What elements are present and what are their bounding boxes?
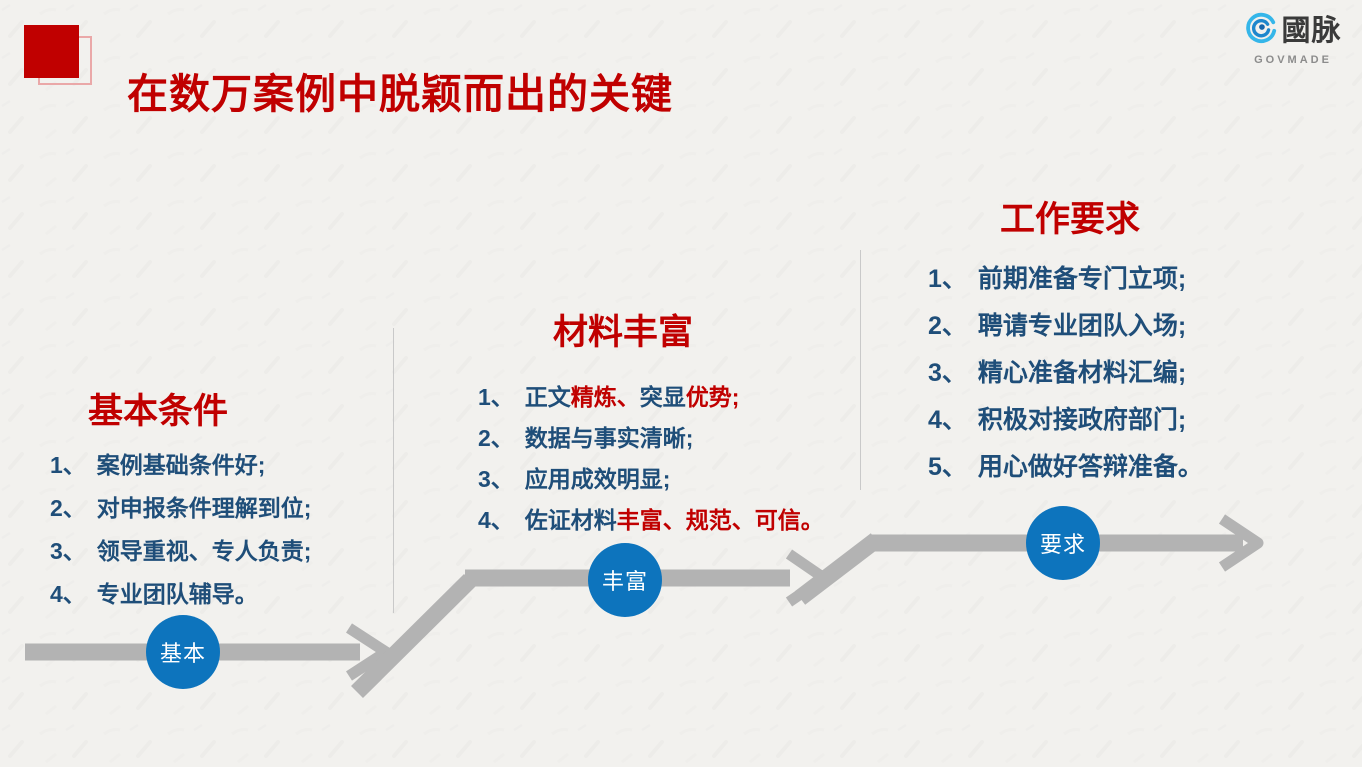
list-item: 1、前期准备专门立项;	[928, 256, 1203, 303]
item-text-segment: 精炼、	[570, 384, 640, 410]
item-number: 4、	[928, 406, 967, 434]
section-divider-left	[393, 328, 394, 613]
item-number: 2、	[50, 495, 86, 521]
list-item: 2、数据与事实清晰;	[478, 418, 824, 459]
item-number: 3、	[50, 538, 86, 564]
item-text-segment: 前期准备专门立项;	[977, 265, 1187, 293]
item-number: 2、	[928, 312, 967, 340]
govmade-logo: 國脉 GOVMADE	[1238, 10, 1348, 66]
item-number: 3、	[928, 359, 967, 387]
logo-subtitle: GOVMADE	[1254, 54, 1332, 66]
item-text-segment: 突显	[639, 384, 686, 410]
list-item: 4、积极对接政府部门;	[928, 397, 1203, 444]
item-text-segment: 应用成效明显;	[524, 466, 671, 492]
item-text-segment: 专业团队辅导。	[96, 581, 258, 607]
list-item: 3、应用成效明显;	[478, 459, 824, 500]
section-heading-materials: 材料丰富	[553, 313, 694, 352]
list-item: 1、案例基础条件好;	[50, 444, 311, 487]
item-text-segment: 领导重视、专人负责;	[96, 538, 312, 564]
section-divider-right	[860, 250, 861, 490]
list-item: 5、用心做好答辩准备。	[928, 444, 1203, 491]
item-text-segment: 数据与事实清晰;	[524, 425, 694, 451]
section-heading-requirements: 工作要求	[1000, 200, 1141, 239]
section-list-requirements: 1、前期准备专门立项;2、聘请专业团队入场;3、精心准备材料汇编;4、积极对接政…	[928, 256, 1203, 491]
step-circle-basic: 基本	[146, 615, 220, 689]
list-item: 4、佐证材料丰富、规范、可信。	[478, 500, 824, 541]
item-text-segment: 丰富、规范、可信。	[616, 507, 824, 533]
list-item: 3、领导重视、专人负责;	[50, 530, 311, 573]
item-text-segment: 精心准备材料汇编;	[977, 359, 1187, 387]
item-text-segment: 积极对接政府部门;	[977, 406, 1187, 434]
list-item: 2、聘请专业团队入场;	[928, 303, 1203, 350]
section-list-materials: 1、正文精炼、突显优势;2、数据与事实清晰;3、应用成效明显;4、佐证材料丰富、…	[478, 377, 824, 541]
item-number: 5、	[928, 453, 967, 481]
item-number: 4、	[478, 507, 514, 533]
item-text-segment: 优势;	[685, 384, 740, 410]
item-text-segment: 聘请专业团队入场;	[977, 312, 1187, 340]
item-text-segment: 佐证材料	[524, 507, 617, 533]
title-red-square	[24, 25, 79, 78]
list-item: 1、正文精炼、突显优势;	[478, 377, 824, 418]
logo-name: 國脉	[1281, 13, 1342, 47]
item-number: 1、	[50, 452, 86, 478]
page-title: 在数万案例中脱颖而出的关键	[127, 71, 673, 118]
list-item: 2、对申报条件理解到位;	[50, 487, 311, 530]
item-text-segment: 案例基础条件好;	[96, 452, 266, 478]
item-number: 4、	[50, 581, 86, 607]
step-circle-materials: 丰富	[588, 543, 662, 617]
list-item: 3、精心准备材料汇编;	[928, 350, 1203, 397]
item-number: 1、	[928, 265, 967, 293]
govmade-swirl-icon	[1244, 10, 1278, 51]
step-circle-requirements: 要求	[1026, 506, 1100, 580]
item-text-segment: 正文	[524, 384, 571, 410]
item-text-segment: 对申报条件理解到位;	[96, 495, 312, 521]
section-list-basic: 1、案例基础条件好;2、对申报条件理解到位;3、领导重视、专人负责;4、专业团队…	[50, 444, 311, 616]
item-number: 1、	[478, 384, 514, 410]
section-heading-basic: 基本条件	[88, 392, 229, 431]
item-text-segment: 用心做好答辩准备。	[977, 453, 1203, 481]
item-number: 3、	[478, 466, 514, 492]
list-item: 4、专业团队辅导。	[50, 573, 311, 616]
item-number: 2、	[478, 425, 514, 451]
